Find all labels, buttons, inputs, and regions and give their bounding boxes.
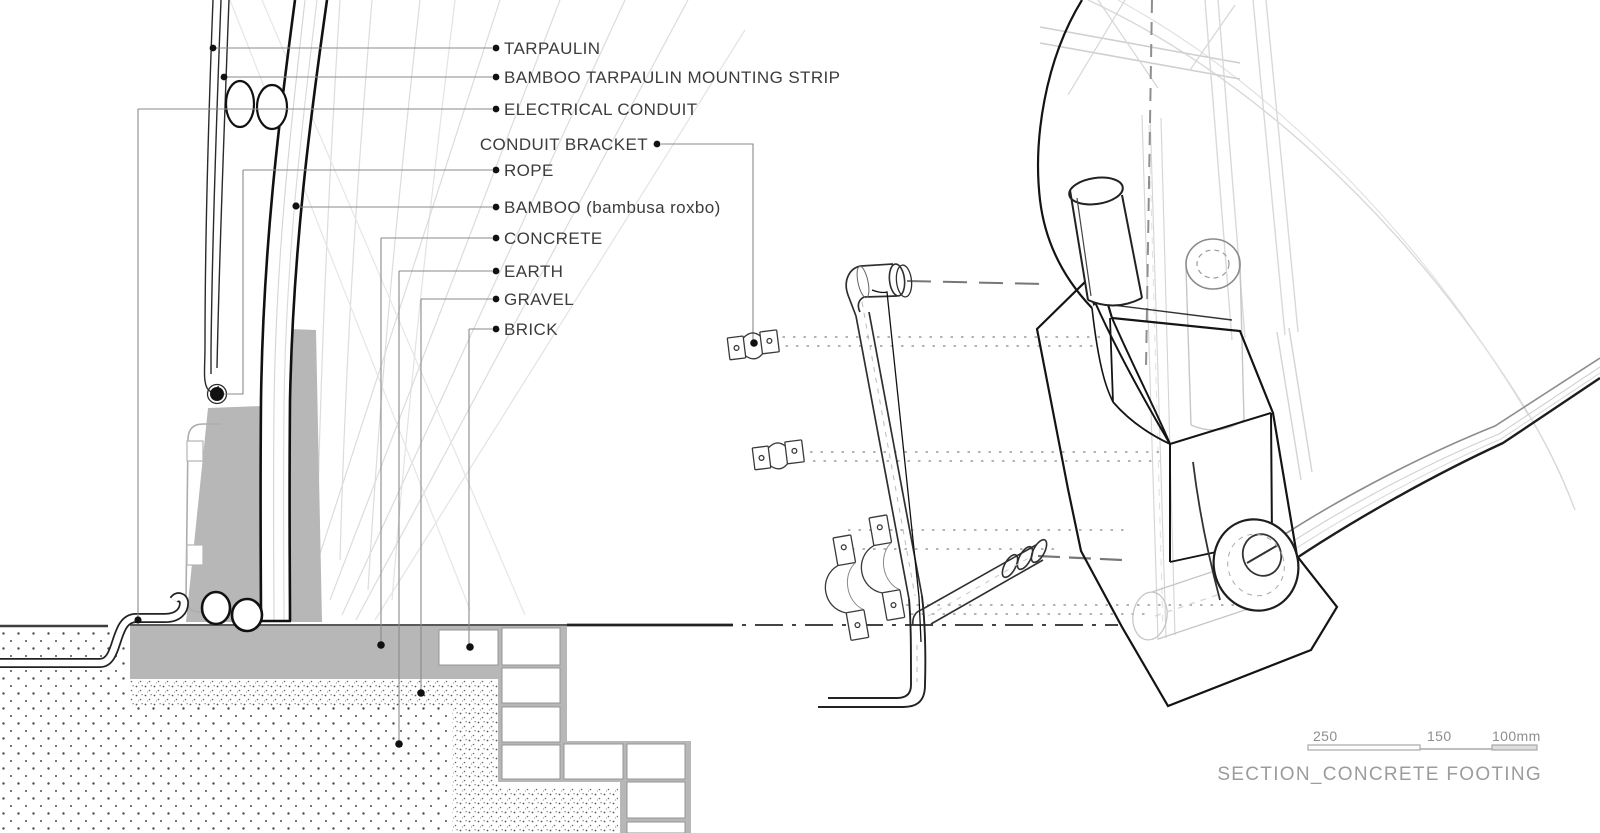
faint-structure-lines-right <box>1039 0 1576 641</box>
rope-sections <box>200 590 264 633</box>
label-rope: ROPE <box>504 161 554 180</box>
alignment-dotted-lines <box>772 336 1238 615</box>
brick-courses <box>438 627 686 833</box>
form-tie-notch <box>186 440 204 462</box>
label-earth: EARTH <box>504 262 563 281</box>
scale-tick-250: 250 <box>1313 728 1338 744</box>
conduit-pipe-axon <box>818 263 927 708</box>
label-brick: BRICK <box>504 320 558 339</box>
conduit-bracket-2 <box>751 439 805 471</box>
leader-lines <box>137 47 754 741</box>
leader-dots <box>134 44 758 748</box>
alignment-dash-lines <box>906 0 1153 562</box>
saddle-clip-2 <box>860 514 906 621</box>
electrical-conduit-tube <box>0 592 190 668</box>
conduit-bracket-1 <box>726 329 780 361</box>
collar-ring <box>1212 518 1300 612</box>
label-conduit-bracket: CONDUIT BRACKET <box>480 135 648 154</box>
label-bamboo-tarpaulin-mounting-strip: BAMBOO TARPAULIN MOUNTING STRIP <box>504 68 840 87</box>
tarpaulin-lines <box>203 0 230 393</box>
label-gravel: GRAVEL <box>504 290 574 309</box>
form-tie-notch <box>186 544 204 566</box>
label-tarpaulin: TARPAULIN <box>504 39 601 58</box>
ground-lines <box>0 623 1118 628</box>
drawing-title: SECTION_CONCRETE FOOTING <box>1217 764 1542 785</box>
faint-sleeve-cylinder <box>1185 238 1245 431</box>
legend-labels: TARPAULIN BAMBOO TARPAULIN MOUNTING STRI… <box>480 39 840 339</box>
rope-tie-section <box>210 387 224 401</box>
label-concrete: CONCRETE <box>504 229 603 248</box>
concrete-block-axon <box>1035 0 1339 708</box>
plumb-axis-dashed-line <box>1145 0 1153 369</box>
saddle-clip-1 <box>824 534 870 641</box>
scale-tick-100mm: 100mm <box>1492 728 1541 744</box>
scale-tick-150: 150 <box>1427 728 1452 744</box>
gravel-hatch <box>130 679 618 833</box>
label-bamboo: BAMBOO (bambusa roxbo) <box>504 198 721 217</box>
ferrule-tube <box>912 538 1048 626</box>
scale-bar: 250 150 100mm <box>1307 728 1541 751</box>
label-electrical-conduit: ELECTRICAL CONDUIT <box>504 100 698 119</box>
mounting-strip-sections <box>224 79 289 131</box>
conduit-sleeve-cylinder <box>1068 176 1143 307</box>
